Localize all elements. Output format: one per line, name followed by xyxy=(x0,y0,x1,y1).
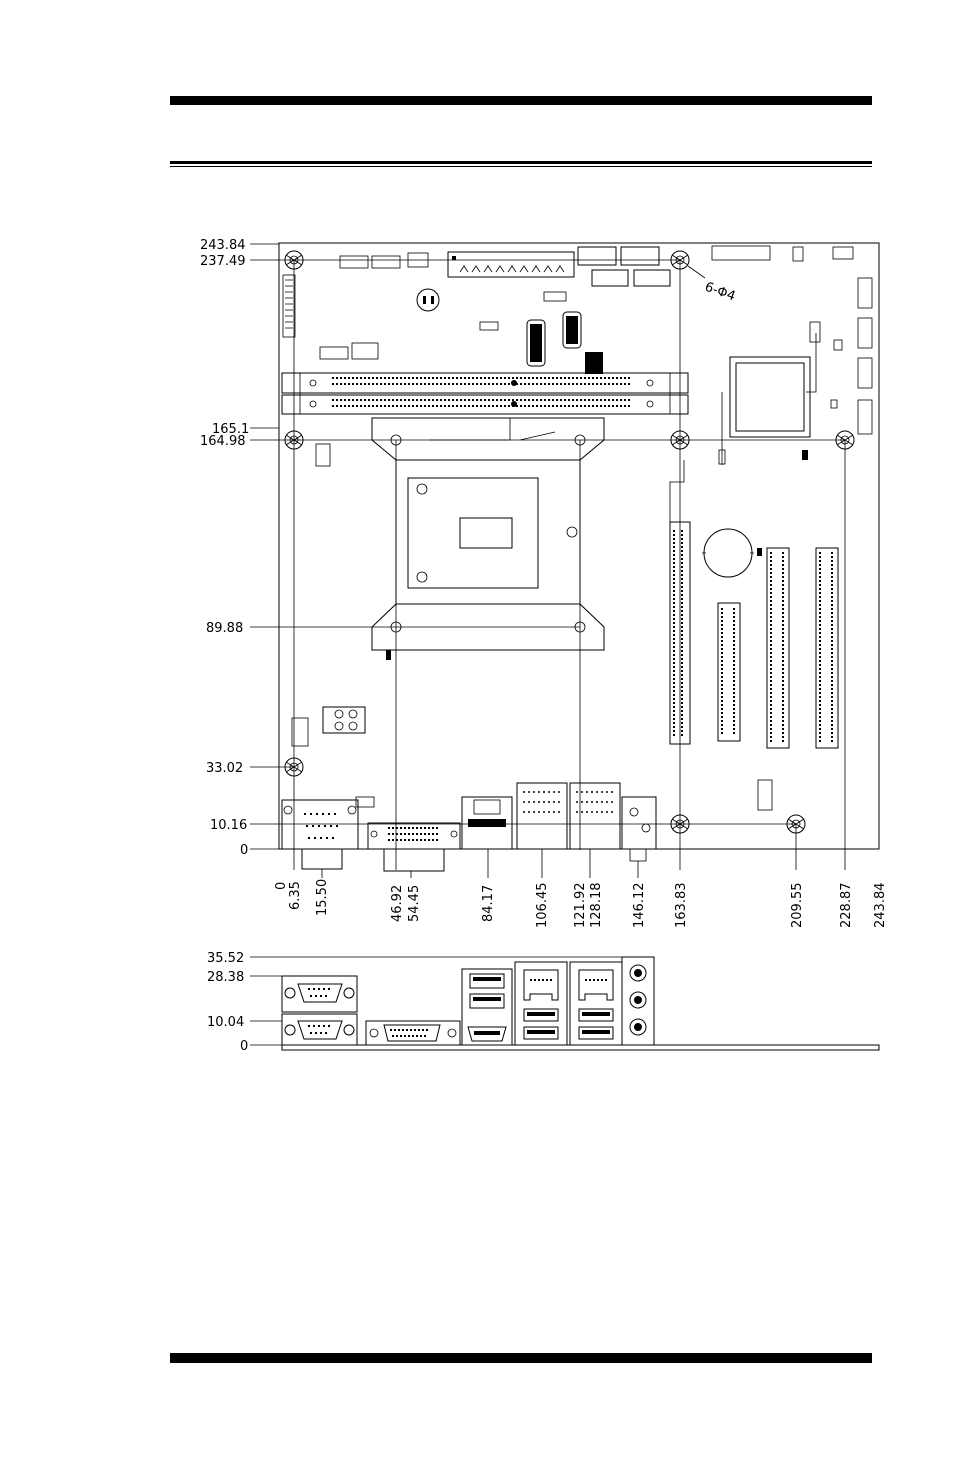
serial-port-front-top xyxy=(281,975,358,1013)
dimm-slots xyxy=(281,372,689,415)
chipset xyxy=(729,356,811,438)
buzzer xyxy=(416,288,440,312)
usb-hdmi-front xyxy=(461,968,513,1046)
dim-x-15-50: 15.50 xyxy=(315,879,330,916)
lan-usb-top-1 xyxy=(516,782,568,850)
dvi-port-front xyxy=(365,1020,461,1046)
dim-y-33-02: 33.02 xyxy=(206,761,243,776)
board-outline xyxy=(278,242,880,850)
serial-port-front-bottom xyxy=(281,1013,358,1046)
header-rule-thin xyxy=(170,166,872,167)
dim-y-164-98: 164.98 xyxy=(200,434,246,449)
cpu-socket xyxy=(371,417,605,660)
expansion-headers xyxy=(717,547,839,749)
aux-power-connector xyxy=(322,706,366,734)
io-panel-base xyxy=(281,1044,880,1051)
dim-io-28-38: 28.38 xyxy=(207,970,244,985)
pcie-slot xyxy=(669,460,691,745)
dim-x-6-35: 6.35 xyxy=(288,881,303,910)
audio-jacks-front xyxy=(621,956,655,1046)
bottom-rule xyxy=(170,1353,872,1363)
dim-io-10-04: 10.04 xyxy=(207,1015,244,1030)
dvi-port-top xyxy=(367,822,461,872)
x-dimension-labels: 0 6.35 15.50 46.92 54.45 84.17 106.45 12… xyxy=(274,879,888,928)
power-connector-24pin xyxy=(447,251,575,278)
dim-x-46-92: 46.92 xyxy=(390,885,405,922)
top-rule xyxy=(170,96,872,105)
dim-x-84-17: 84.17 xyxy=(481,885,496,922)
lan-usb-top-2 xyxy=(569,782,621,850)
lan-usb-front-1 xyxy=(514,961,568,1046)
dim-x-228-87: 228.87 xyxy=(839,883,854,929)
dim-y-10-16: 10.16 xyxy=(210,818,247,833)
dim-x-163-83: 163.83 xyxy=(674,883,689,929)
right-edge-connectors xyxy=(857,277,873,435)
dim-y-243-84: 243.84 xyxy=(200,238,246,253)
usb-hdmi-top xyxy=(461,796,513,850)
dim-x-128-18: 128.18 xyxy=(589,883,604,929)
dim-x-146-12: 146.12 xyxy=(632,883,647,929)
left-pin-header xyxy=(282,274,296,338)
header-rule xyxy=(170,161,872,164)
audio-jacks-top xyxy=(621,796,657,862)
dim-x-121-92: 121.92 xyxy=(573,883,588,929)
dim-x-243-84: 243.84 xyxy=(873,883,888,929)
header-top-left xyxy=(339,252,429,269)
dim-x-0: 0 xyxy=(274,882,289,890)
cmos-battery xyxy=(702,528,762,578)
inductors xyxy=(526,311,603,374)
lan-usb-front-2 xyxy=(569,961,623,1046)
header-top-right xyxy=(711,245,854,262)
sata-connectors xyxy=(577,246,671,287)
dim-y-237-49: 237.49 xyxy=(200,254,246,269)
dim-x-209-55: 209.55 xyxy=(790,883,805,929)
dim-y-0: 0 xyxy=(240,843,248,858)
hole-spec-label: 6-Φ4 xyxy=(703,280,738,305)
dim-io-35-52: 35.52 xyxy=(207,951,244,966)
dim-x-54-45: 54.45 xyxy=(407,885,422,922)
dim-x-106-45: 106.45 xyxy=(535,883,550,929)
dim-y-165-1: 165.1 xyxy=(212,422,249,437)
dim-y-89-88: 89.88 xyxy=(206,621,243,636)
dim-io-0: 0 xyxy=(240,1039,248,1054)
serial-port-top xyxy=(281,799,359,870)
